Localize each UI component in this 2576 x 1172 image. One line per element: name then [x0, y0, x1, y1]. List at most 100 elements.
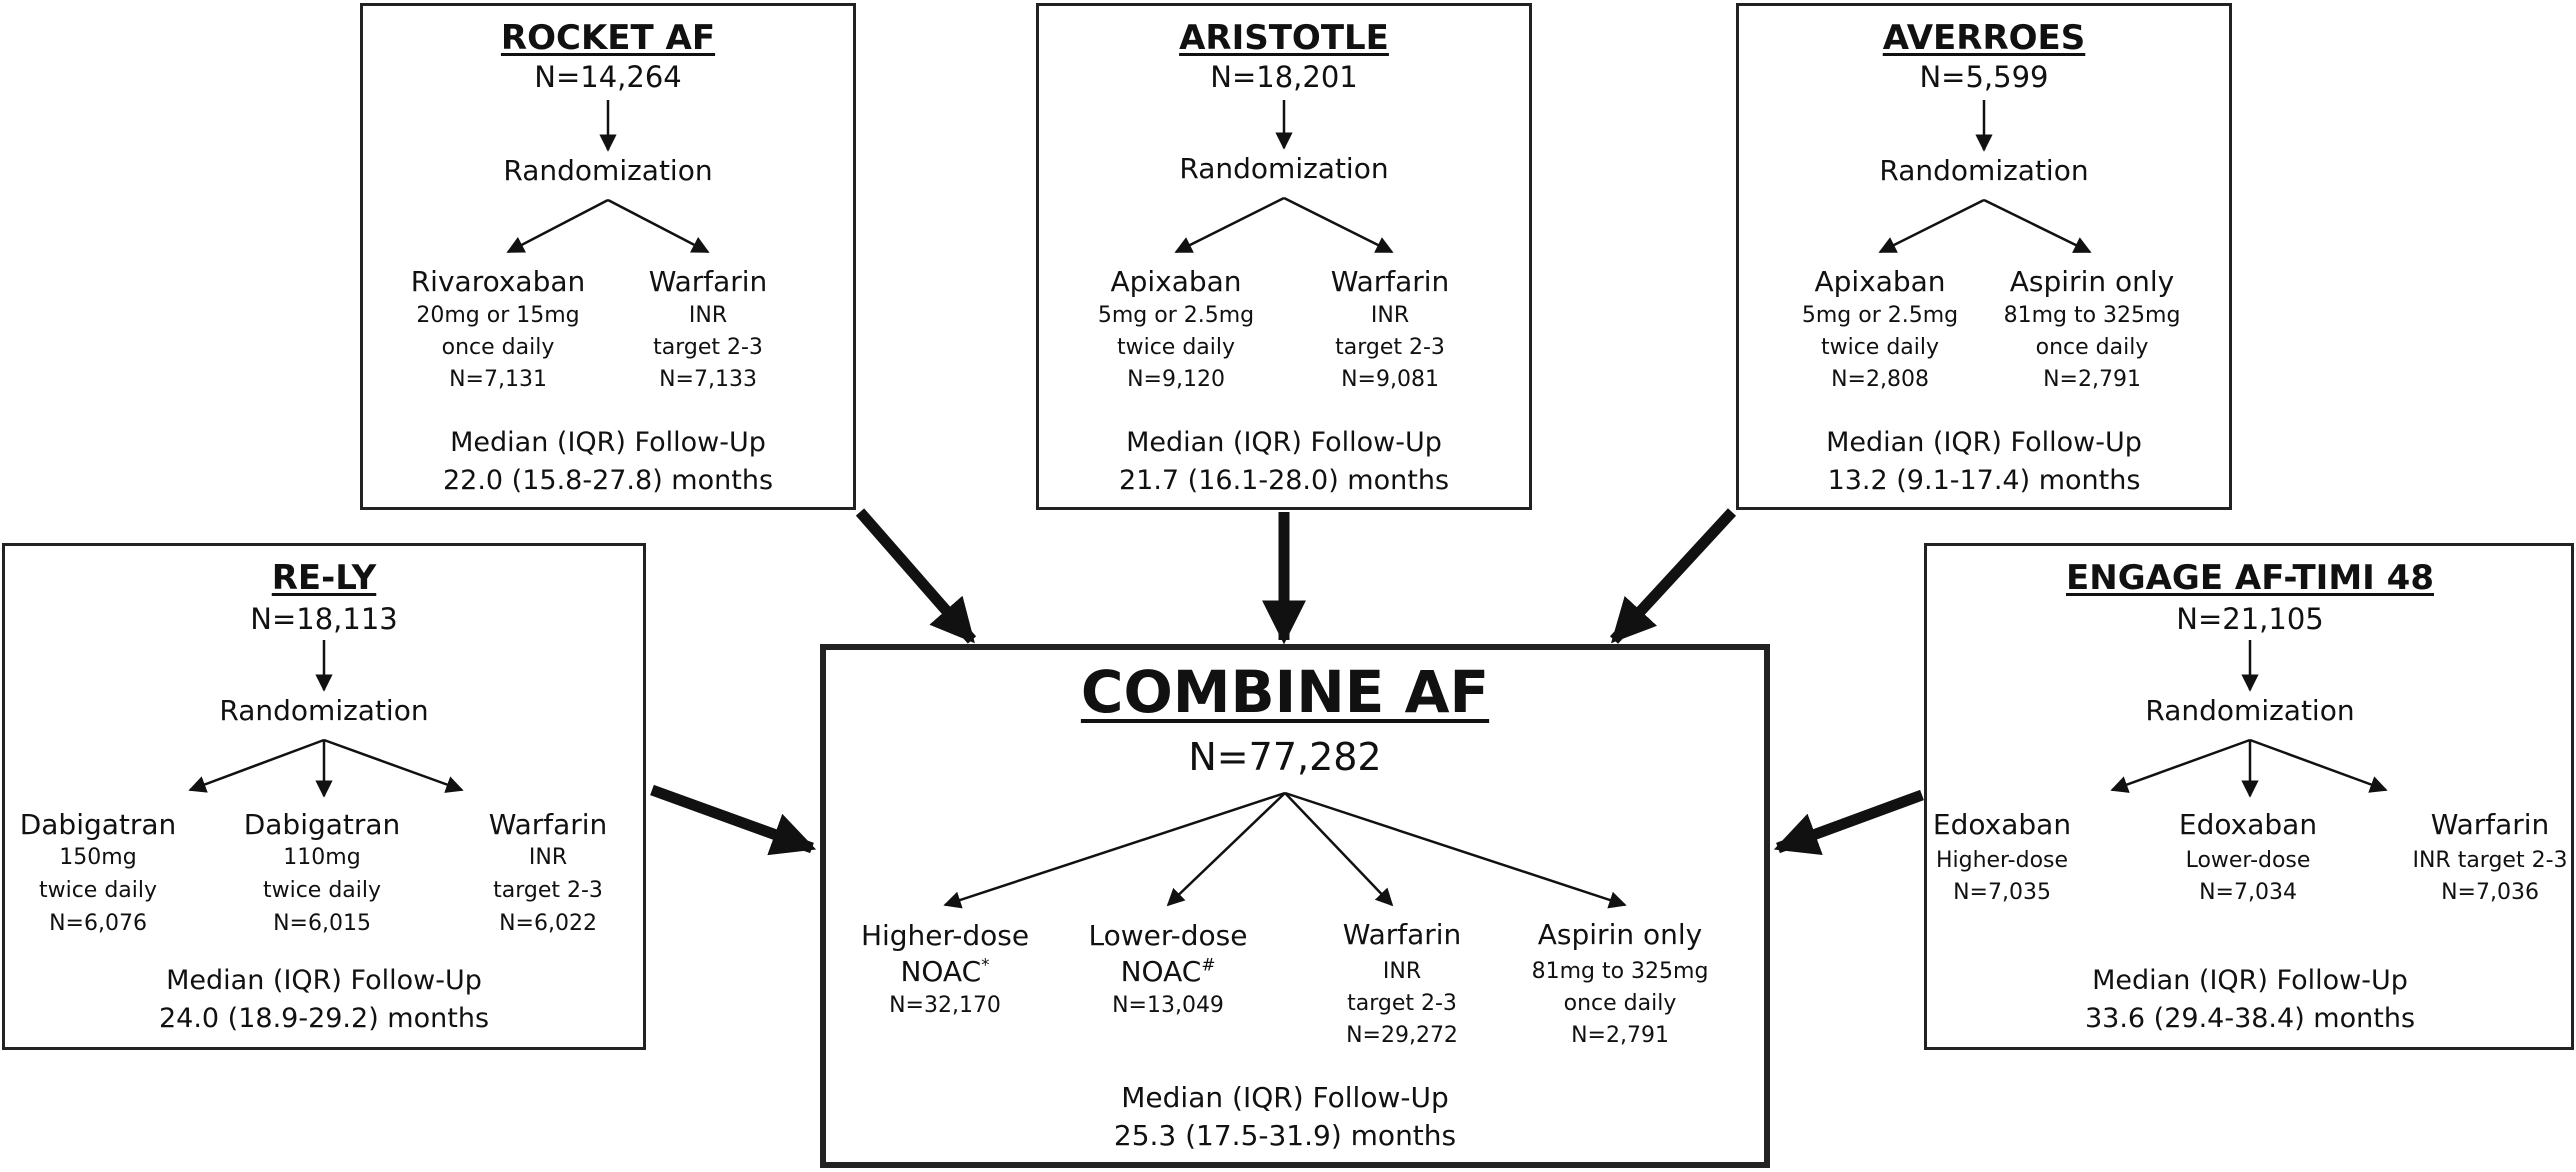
- trial-n-aristotle: N=18,201: [1210, 60, 1358, 94]
- split-arrow: [2110, 738, 2251, 793]
- followup-value: 22.0 (15.8-27.8) months: [442, 465, 774, 496]
- trial-n-rocket-af: N=14,264: [534, 60, 682, 94]
- arm-detail: Higher-dose: [1935, 848, 2069, 873]
- followup-value: 21.7 (16.1-28.0) months: [1118, 465, 1450, 496]
- hash-footnote-mark: #: [1201, 954, 1216, 975]
- arm-n: N=9,081: [1341, 367, 1439, 392]
- arm-drug: Apixaban: [1814, 265, 1946, 298]
- arm-n: N=2,791: [1571, 1023, 1669, 1048]
- combine-af-n: N=77,282: [1188, 735, 1382, 779]
- combine-arm-drug: Aspirin only: [1537, 918, 1703, 951]
- arm-n: N=6,076: [49, 911, 147, 936]
- thick-arrow-averroes-to-combine: [1609, 508, 1737, 644]
- split-arrow: [1284, 792, 1394, 907]
- arm-drug: Dabigatran: [19, 808, 177, 841]
- followup-value: 25.3 (17.5-31.9) months: [1113, 1119, 1457, 1152]
- followup-label: Median (IQR) Follow-Up: [166, 965, 482, 996]
- arm-detail: INR target 2-3: [2412, 848, 2568, 873]
- arm-detail: INR: [688, 303, 728, 328]
- combine-arm-drug-class: NOAC*: [900, 954, 990, 988]
- split-arrow: [943, 791, 1286, 909]
- arm-detail: Lower-dose: [2185, 848, 2311, 873]
- arm-n: N=7,036: [2441, 880, 2539, 905]
- combine-arm-drug: Warfarin: [1342, 918, 1462, 951]
- trial-title-engage-af: ENGAGE AF-TIMI 48: [2066, 558, 2434, 598]
- arm-n: N=2,791: [2043, 367, 2141, 392]
- thick-arrow-re-ly-to-combine: [650, 784, 817, 856]
- arm-n: N=2,808: [1831, 367, 1929, 392]
- arm-detail: 150mg: [59, 845, 137, 870]
- split-arrow: [1284, 791, 1627, 909]
- arm-drug: Aspirin only: [2009, 265, 2175, 298]
- trial-title-averroes: AVERROES: [1882, 18, 2086, 58]
- arm-detail: twice daily: [38, 878, 158, 903]
- arm-detail: once daily: [2035, 335, 2149, 360]
- arm-detail: twice daily: [1116, 335, 1236, 360]
- trial-title-aristotle: ARISTOTLE: [1179, 18, 1389, 58]
- combine-arm-drug-class: NOAC#: [1120, 954, 1216, 988]
- arm-drug: Warfarin: [2430, 808, 2550, 841]
- arm-drug: Warfarin: [1330, 265, 1450, 298]
- arm-n: N=9,120: [1127, 367, 1225, 392]
- trial-title-re-ly: RE-LY: [271, 558, 377, 598]
- split-arrow: [188, 738, 325, 793]
- arm-drug: Rivaroxaban: [410, 265, 586, 298]
- followup-value: 33.6 (29.4-38.4) months: [2084, 1003, 2416, 1034]
- randomization-label: Randomization: [219, 694, 429, 727]
- arm-detail: twice daily: [1820, 335, 1940, 360]
- arm-drug: Apixaban: [1110, 265, 1242, 298]
- followup-label: Median (IQR) Follow-Up: [1121, 1081, 1449, 1114]
- trial-box-averroes: [1736, 3, 2232, 510]
- trial-n-re-ly: N=18,113: [250, 602, 398, 636]
- thick-arrow-engage-to-combine: [1773, 789, 1924, 855]
- split-arrow: [1983, 198, 2092, 254]
- trial-n-averroes: N=5,599: [1919, 60, 2049, 94]
- arm-drug: Dabigatran: [243, 808, 401, 841]
- trial-box-aristotle: [1036, 3, 1532, 510]
- trial-n-engage-af: N=21,105: [2176, 602, 2324, 636]
- split-arrow: [607, 198, 710, 254]
- arm-n: N=6,022: [499, 911, 597, 936]
- arm-detail: once daily: [1563, 991, 1677, 1016]
- trial-box-rocket-af: [360, 3, 856, 510]
- arm-detail: twice daily: [262, 878, 382, 903]
- randomization-label: Randomization: [1879, 154, 2089, 187]
- arm-detail: 20mg or 15mg: [416, 303, 580, 328]
- combine-af-title: COMBINE AF: [1080, 658, 1490, 726]
- arm-n: N=7,131: [449, 367, 547, 392]
- arm-detail: INR: [528, 845, 568, 870]
- arm-drug: Edoxaban: [2178, 808, 2318, 841]
- followup-label: Median (IQR) Follow-Up: [450, 427, 766, 458]
- arm-detail: once daily: [441, 335, 555, 360]
- split-arrow: [1166, 792, 1286, 907]
- arm-detail: 110mg: [283, 845, 361, 870]
- split-arrow: [2249, 738, 2388, 793]
- arm-drug: Edoxaban: [1932, 808, 2072, 841]
- arm-n: N=7,133: [659, 367, 757, 392]
- combine-arm-drug: Lower-dose: [1088, 919, 1248, 952]
- arm-n: N=7,035: [1953, 880, 2051, 905]
- followup-label: Median (IQR) Follow-Up: [2092, 965, 2408, 996]
- arm-drug: Warfarin: [648, 265, 768, 298]
- arm-detail: target 2-3: [1335, 335, 1445, 360]
- followup-label: Median (IQR) Follow-Up: [1126, 427, 1442, 458]
- trial-title-rocket-af: ROCKET AF: [500, 18, 716, 58]
- arm-detail: 81mg to 325mg: [2003, 303, 2181, 328]
- arm-n: N=6,015: [273, 911, 371, 936]
- arm-detail: 5mg or 2.5mg: [1801, 303, 1959, 328]
- followup-value: 24.0 (18.9-29.2) months: [158, 1003, 490, 1034]
- randomization-label: Randomization: [503, 154, 713, 187]
- split-arrow: [323, 738, 464, 793]
- arm-n: N=13,049: [1112, 993, 1224, 1018]
- combine-arm-drug: Higher-dose: [860, 919, 1030, 952]
- arm-detail: 81mg to 325mg: [1531, 959, 1709, 984]
- arm-n: N=32,170: [889, 993, 1001, 1018]
- split-arrow: [506, 198, 609, 254]
- arm-detail: INR: [1382, 959, 1422, 984]
- followup-label: Median (IQR) Follow-Up: [1826, 427, 2142, 458]
- split-arrow: [1283, 196, 1394, 254]
- thick-arrow-rocket-to-combine: [855, 508, 977, 644]
- arm-detail: INR: [1370, 303, 1410, 328]
- followup-value: 13.2 (9.1-17.4) months: [1827, 465, 2141, 496]
